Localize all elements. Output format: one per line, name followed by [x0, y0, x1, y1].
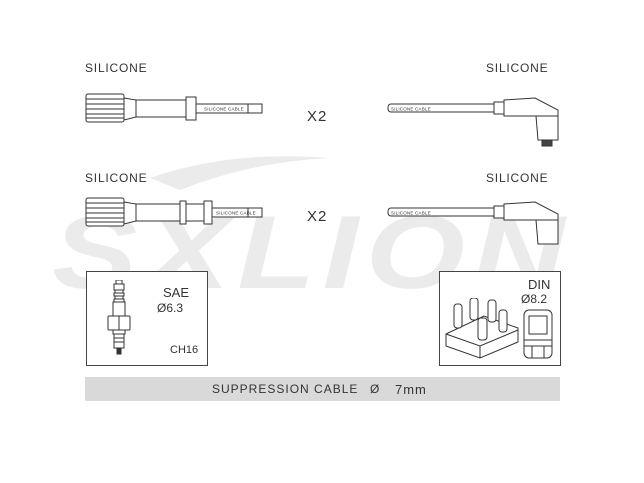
suppression-diameter-value: 7mm: [395, 382, 427, 397]
sae-diameter: Ø6.3: [157, 301, 184, 315]
suppression-cable-bar: SUPPRESSION CABLE Ø 7mm: [85, 377, 560, 401]
row2-right-label: SILICONE: [486, 171, 549, 185]
distributor-cap-icon: [445, 298, 519, 359]
din-diameter: Ø8.2: [521, 292, 548, 306]
row1-multiplier: X2: [307, 108, 328, 125]
row2-right-printed-text: SILICONE CABLE: [391, 211, 431, 216]
row1-left-coil-connector: [85, 93, 263, 123]
sae-hex-size: CH16: [170, 344, 199, 356]
sae-spec-box: SAE Ø6.3 CH16: [86, 271, 208, 366]
diameter-symbol: Ø: [370, 382, 381, 396]
row2-left-label: SILICONE: [85, 171, 148, 185]
din-spec-box: DIN Ø8.2: [439, 271, 561, 366]
sae-title: SAE: [163, 285, 190, 300]
din-title: DIN: [528, 277, 551, 292]
din-boot-icon: [523, 309, 553, 359]
row1-left-label: SILICONE: [85, 61, 148, 75]
suppression-label: SUPPRESSION CABLE: [212, 382, 359, 396]
row2-multiplier: X2: [307, 208, 328, 225]
row2-left-coil-connector: [85, 197, 263, 227]
row1-right-plug-connector: [387, 97, 559, 147]
row2-left-printed-text: SILICONE CABLE: [216, 211, 256, 216]
row1-right-label: SILICONE: [486, 61, 549, 75]
row1-left-printed-text: SILICONE CABLE: [204, 107, 244, 112]
row1-right-printed-text: SILICONE CABLE: [391, 107, 431, 112]
watermark-swoosh: [150, 156, 330, 190]
spark-plug-icon: [107, 280, 131, 355]
row2-right-plug-connector: [387, 201, 559, 245]
